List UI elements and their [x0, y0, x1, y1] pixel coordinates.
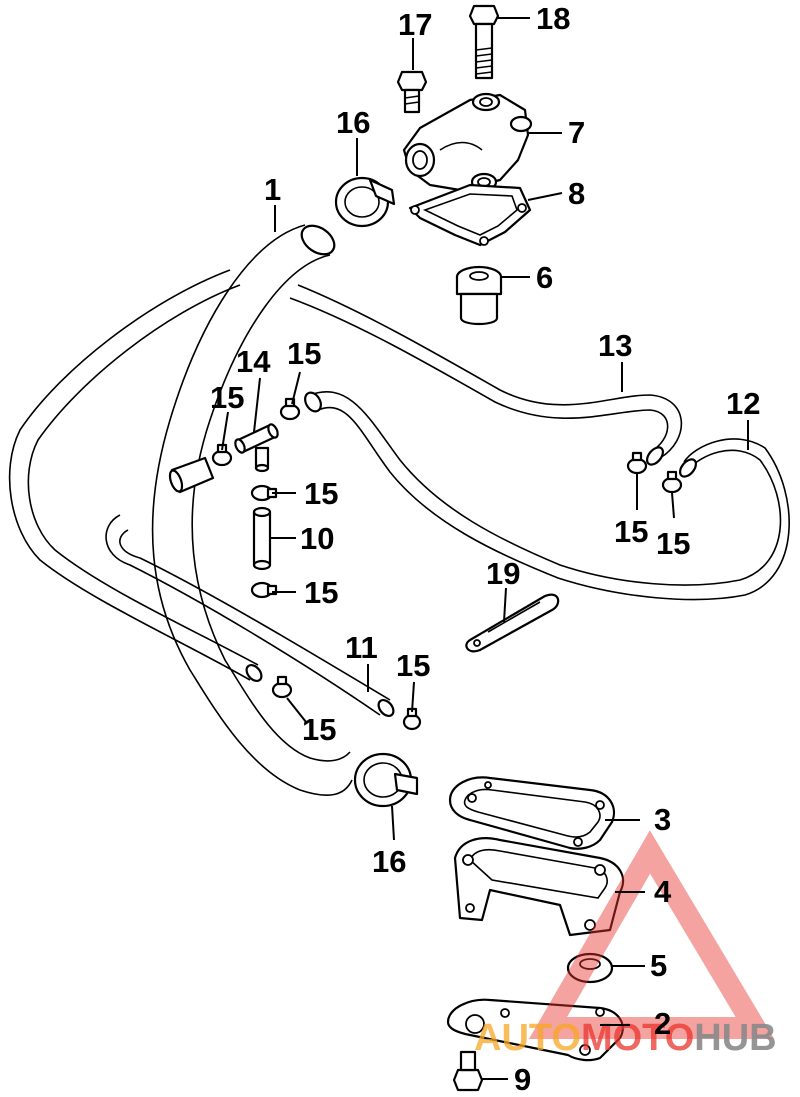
callout-11: 11	[345, 630, 378, 665]
callout-2: 2	[654, 1006, 671, 1041]
bolt-18	[468, 4, 500, 80]
callout-15a: 15	[210, 380, 244, 415]
svg-text:AUTOMOTOHUB: AUTOMOTOHUB	[474, 1017, 777, 1059]
clamp-16-lower	[353, 752, 419, 808]
housing-7	[402, 92, 533, 192]
callout-10: 10	[300, 521, 334, 556]
callout-15c: 15	[304, 476, 338, 511]
callout-12: 12	[726, 386, 760, 421]
pipe-14	[234, 423, 279, 473]
clip-15	[661, 470, 683, 494]
watermark: AUTOMOTOHUB	[474, 830, 777, 1059]
callout-3: 3	[654, 802, 671, 837]
pipe-10	[252, 506, 272, 571]
gasket-8	[408, 183, 532, 247]
callout-labels: 1 2 3 4 5 6 7 8 9 10 11 12 13 14 15 15 1…	[210, 1, 760, 1097]
gasket-2	[446, 998, 624, 1062]
callout-18: 18	[536, 1, 570, 36]
hose-bypass-left	[8, 269, 263, 682]
clip-15	[271, 675, 293, 699]
clamp-16-upper	[334, 176, 396, 228]
bolt-9	[452, 1050, 484, 1092]
callout-17: 17	[398, 7, 432, 42]
leader-lines	[221, 17, 749, 1080]
callout-7: 7	[568, 115, 585, 150]
gasket-3	[448, 776, 616, 850]
hose-13	[289, 284, 683, 466]
hose-1	[151, 224, 353, 796]
clip-15	[626, 451, 648, 475]
adapter-4	[453, 837, 625, 937]
callout-1: 1	[264, 172, 281, 207]
thermostat-6	[455, 265, 503, 326]
seal-5	[566, 952, 614, 984]
callout-8: 8	[568, 176, 585, 211]
callout-14: 14	[236, 344, 271, 379]
watermark-auto: AUTO	[474, 1017, 581, 1059]
callout-15e: 15	[302, 712, 336, 747]
clip-15-group	[211, 397, 683, 731]
watermark-triangle	[528, 830, 775, 1039]
callout-15b: 15	[287, 336, 321, 371]
callout-19: 19	[486, 556, 520, 591]
callout-13: 13	[598, 328, 632, 363]
callout-15f: 15	[396, 648, 430, 683]
hose-12	[304, 391, 790, 601]
watermark-moto: MOTO	[581, 1017, 694, 1059]
hose-stub	[168, 456, 215, 494]
bolt-17	[396, 70, 428, 114]
bracket-19	[465, 593, 560, 653]
clip-15	[250, 581, 278, 599]
watermark-hub: HUB	[694, 1017, 776, 1059]
callout-15d: 15	[304, 575, 338, 610]
callout-15g: 15	[614, 514, 648, 549]
callout-5: 5	[650, 948, 667, 983]
callout-6: 6	[536, 260, 553, 295]
clip-15	[279, 397, 301, 421]
callout-4: 4	[654, 874, 672, 909]
clip-15	[402, 707, 422, 731]
callout-15h: 15	[656, 526, 690, 561]
hose-11	[105, 514, 395, 717]
callout-16a: 16	[336, 105, 370, 140]
callout-9: 9	[514, 1062, 531, 1097]
callout-16b: 16	[372, 844, 406, 879]
